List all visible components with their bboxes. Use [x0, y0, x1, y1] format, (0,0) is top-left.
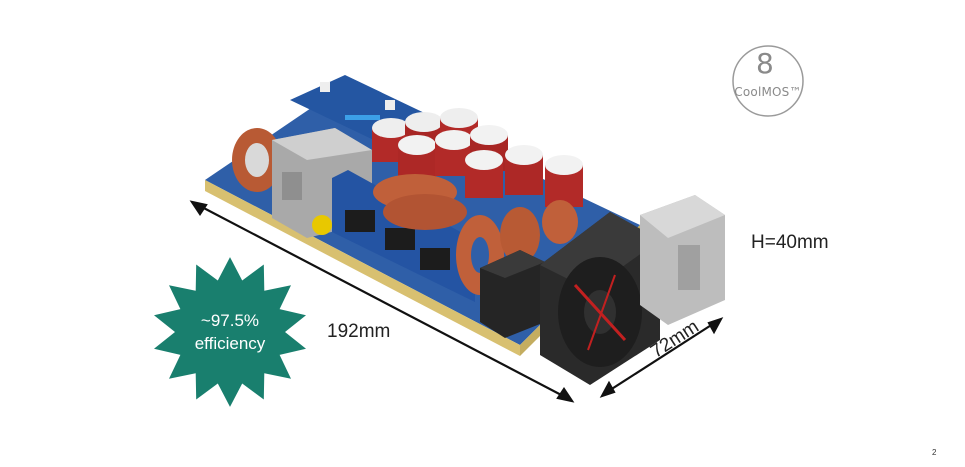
efficiency-value: ~97.5%	[200, 311, 260, 330]
length-label: 192mm	[327, 321, 391, 342]
black-choke	[480, 250, 545, 338]
efficiency-badge-star	[154, 257, 306, 407]
coolmos-logo-name: CoolMOS™	[734, 85, 802, 99]
cooling-fan	[540, 212, 660, 385]
efficiency-label: efficiency	[194, 334, 266, 353]
height-label: H=40mm	[751, 232, 829, 253]
page-number: 2	[932, 448, 937, 457]
width-dimension-arrow	[599, 317, 724, 398]
toroid-inductor-left	[232, 128, 282, 192]
ac-connector	[640, 195, 725, 325]
efficiency-badge-text: ~97.5% efficiency	[175, 309, 285, 355]
coolmos-logo	[732, 45, 804, 117]
control-board-front	[312, 170, 475, 302]
coolmos-logo-number: 8	[756, 47, 774, 80]
capacitor-bank	[372, 108, 583, 207]
length-dimension-arrow	[189, 200, 575, 403]
